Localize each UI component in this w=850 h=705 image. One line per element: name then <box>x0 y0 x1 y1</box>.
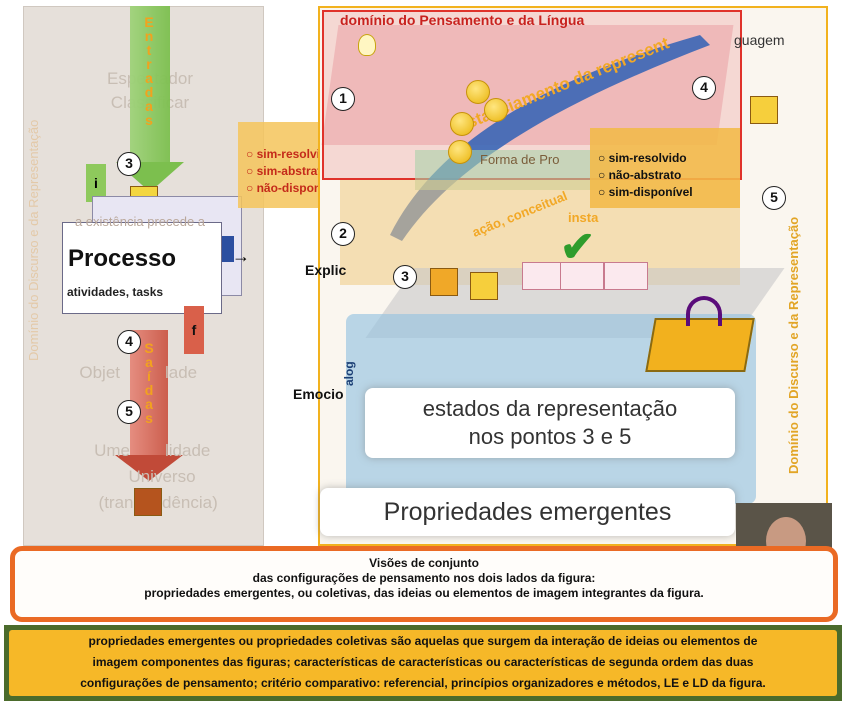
marker-1: 1 <box>331 87 355 111</box>
objetividade-right: lade <box>165 363 198 382</box>
smiley-icon <box>450 112 474 136</box>
marker-4-left: 4 <box>117 330 141 354</box>
state-left-1: sim-resolvido <box>246 146 352 163</box>
states-card-line2: nos pontos 3 e 5 <box>468 424 632 449</box>
i-tag: i <box>86 164 106 202</box>
state-right-3: sim-disponível <box>598 184 732 201</box>
saidas-label: Saídas <box>141 340 157 424</box>
i-tag-label: i <box>94 175 98 191</box>
output-cube-icon <box>134 488 162 516</box>
emocao-label: Emocio <box>293 386 344 402</box>
smiley-icon <box>448 140 472 164</box>
process-box <box>62 222 222 314</box>
overview-line2: das configurações de pensamento nos dois… <box>252 571 596 585</box>
emergent-properties-card: Propriedades emergentes <box>320 488 735 536</box>
smiley-icon <box>484 98 508 122</box>
marker-2: 2 <box>331 222 355 246</box>
instanciamento-sub2: insta <box>568 210 599 225</box>
basket-icon <box>645 318 755 372</box>
overview-line3: propriedades emergentes, ou coletivas, d… <box>144 586 704 600</box>
basket-handle <box>686 296 722 326</box>
smiley-icon <box>466 80 490 104</box>
right-domain-vertical-label: Domínio do Discurso e da Representação <box>786 216 801 474</box>
state-right-2: não-abstrato <box>598 167 732 184</box>
transcendencia-left: (trans <box>98 493 142 512</box>
thought-domain-title: domínio do Pensamento e da Língua <box>340 12 585 28</box>
f-tag: f <box>184 306 204 354</box>
cube-icon <box>750 96 778 124</box>
unidade-right: lidade <box>165 441 211 460</box>
f-tag-label: f <box>191 322 197 338</box>
definition-line1: propriedades emergentes ou propriedades … <box>88 634 758 648</box>
universo-label: Universo <box>128 467 196 486</box>
marker-3-left: 3 <box>117 152 141 176</box>
entradas-label: Entradas <box>141 14 157 126</box>
swoosh-arrow-icon <box>390 35 710 241</box>
process-title: Processo <box>68 245 177 272</box>
marker-3: 3 <box>393 265 417 289</box>
lightbulb-icon <box>358 34 376 56</box>
unidade-left: Ume <box>94 441 130 460</box>
states-card: estados da representação nos pontos 3 e … <box>365 388 735 458</box>
cube-icon <box>430 268 458 296</box>
definition-box: propriedades emergentes ou propriedades … <box>9 630 837 696</box>
definition-line3: configurações de pensamento; critério co… <box>80 676 766 690</box>
marker-5: 5 <box>762 186 786 210</box>
flag-card <box>560 262 604 290</box>
forma-label: Forma de Pro <box>480 152 560 167</box>
left-domain-vertical-label: Domínio do Discurso e da Representação <box>26 119 41 361</box>
objetividade-left: Objet <box>79 363 120 382</box>
checkmark-icon: ✔ <box>560 223 596 270</box>
entradas-arrow <box>130 6 170 166</box>
transcendencia-right: dência) <box>162 493 218 512</box>
state-left-2: sim-abstrato <box>246 163 352 180</box>
saidas-arrow-head <box>115 455 183 481</box>
process-output-port <box>222 236 234 262</box>
dialogo-label: alog <box>342 361 356 386</box>
states-box-right: sim-resolvido não-abstrato sim-disponíve… <box>590 128 740 208</box>
explicacao-label: Explic <box>305 262 347 278</box>
overview-box: Visões de conjunto das configurações de … <box>10 546 838 622</box>
state-right-1: sim-resolvido <box>598 150 732 167</box>
definition-band: propriedades emergentes ou propriedades … <box>4 625 842 701</box>
linguagem-label: guagem <box>734 32 785 48</box>
overview-line1: Visões de conjunto <box>369 556 479 570</box>
cube-icon <box>470 272 498 300</box>
definition-line2: imagem componentes das figuras; caracter… <box>92 655 754 669</box>
flag-card <box>604 262 648 290</box>
marker-5-left: 5 <box>117 400 141 424</box>
states-card-line1: estados da representação <box>422 396 678 421</box>
process-ghost-text: a existência precede a <box>74 214 206 229</box>
process-arrow-icon: → <box>232 246 250 266</box>
process-subtitle: atividades, tasks <box>67 285 164 299</box>
marker-4: 4 <box>692 76 716 100</box>
flag-card <box>522 262 566 290</box>
